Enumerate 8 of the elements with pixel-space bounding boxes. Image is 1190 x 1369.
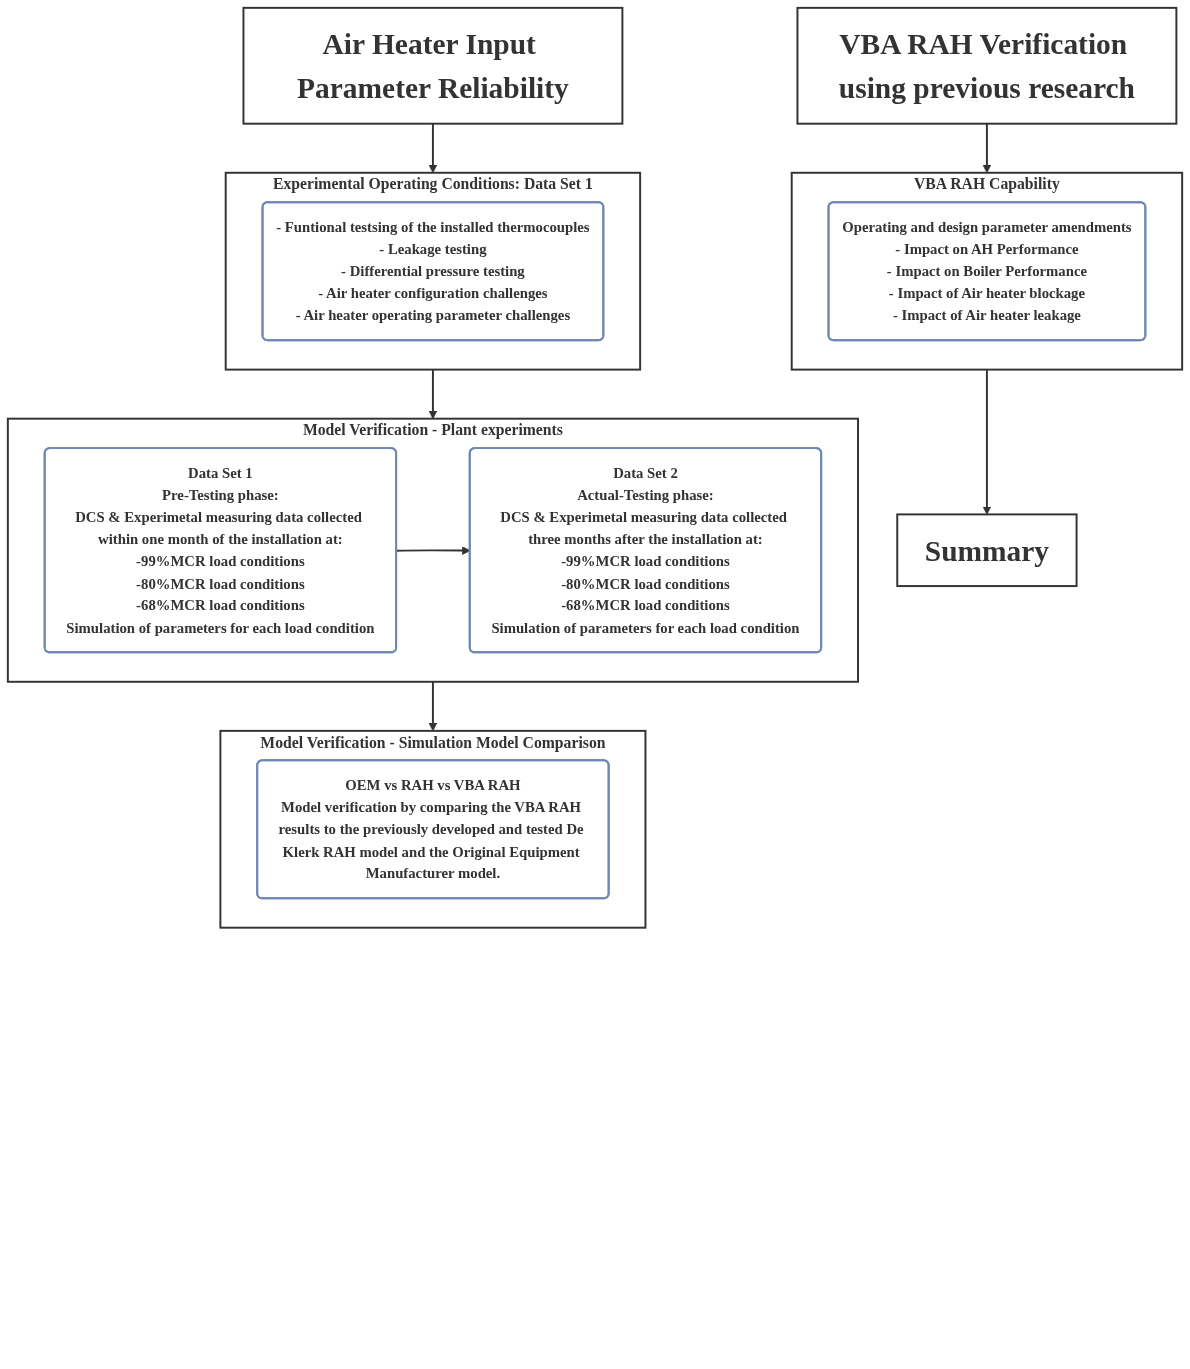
node-box: Summary <box>896 513 1078 588</box>
arrow <box>982 368 992 515</box>
arrow <box>982 122 992 174</box>
arrow <box>428 122 438 174</box>
node-box: Air Heater Input Parameter Reliability <box>242 6 624 125</box>
node-box: VBA RAH Verification using previous research <box>796 6 1178 125</box>
arrow <box>428 368 438 420</box>
arrow <box>428 680 438 732</box>
